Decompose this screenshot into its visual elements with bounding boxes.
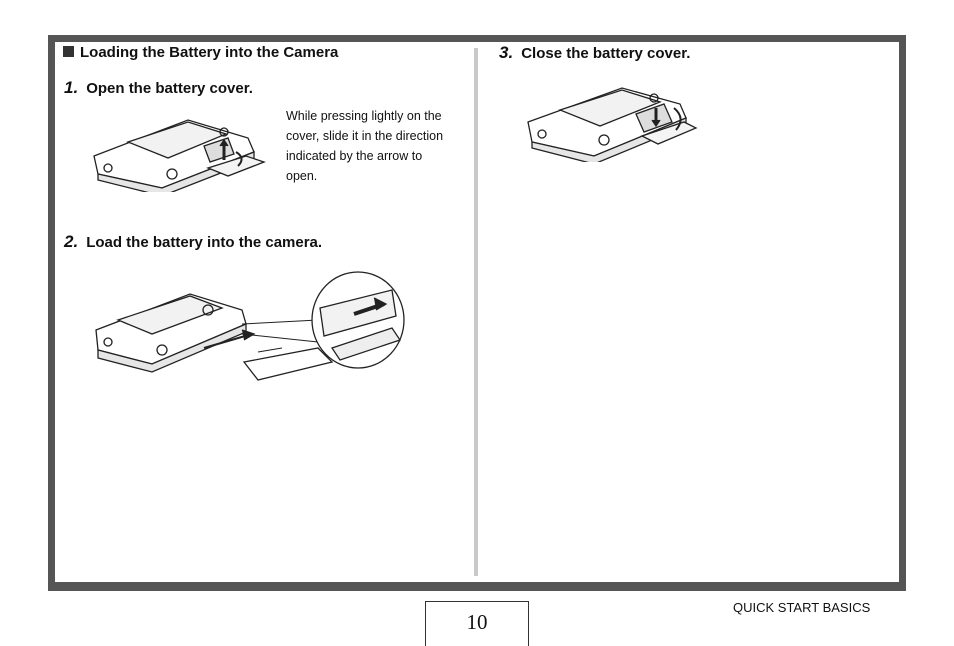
column-divider <box>474 48 478 576</box>
section-title: Loading the Battery into the Camera <box>63 44 338 61</box>
camera-load-battery-icon <box>95 271 405 381</box>
step-2-heading: 2. Load the battery into the camera. <box>64 232 322 252</box>
step-1-number: 1. <box>64 78 79 97</box>
step-2-text: Load the battery into the camera. <box>86 234 323 251</box>
page-number: 10 <box>425 601 529 646</box>
step-1-heading: 1. Open the battery cover. <box>64 78 253 98</box>
step-3-heading: 3. Close the battery cover. <box>499 43 690 63</box>
step-3-text: Close the battery cover. <box>521 45 691 62</box>
step-1-note: While pressing lightly on the cover, sli… <box>286 109 444 183</box>
camera-close-cover-icon <box>527 87 698 162</box>
square-bullet-icon <box>63 46 74 57</box>
step-3-number: 3. <box>499 43 514 62</box>
section-title-text: Loading the Battery into the Camera <box>80 44 339 61</box>
footer-section-label: QUICK START BASICS <box>733 600 871 615</box>
step-2-number: 2. <box>64 232 79 251</box>
camera-open-cover-icon <box>93 119 266 192</box>
step-1-text: Open the battery cover. <box>86 80 253 97</box>
